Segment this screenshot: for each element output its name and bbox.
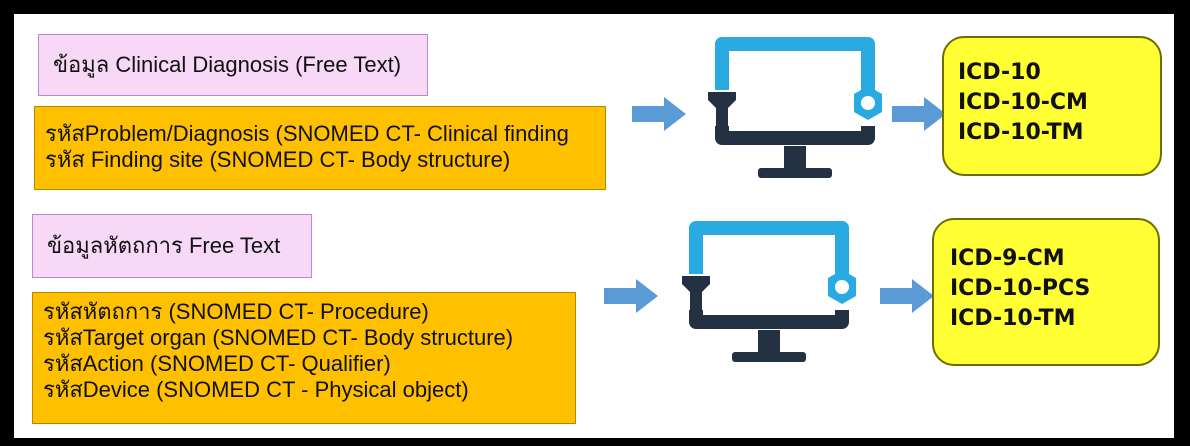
procedure-code-line: รหัสหัตถการ (SNOMED CT- Procedure) [43,299,429,324]
clinical-diagnosis-free-text-box: ข้อมูล Clinical Diagnosis (Free Text) [38,34,428,96]
procedure-snomed-codes-box: รหัสหัตถการ (SNOMED CT- Procedure) รหัสT… [32,292,576,424]
procedure-free-text-box: ข้อมูลหัตถการ Free Text [32,214,312,278]
procedure-code-line: รหัสTarget organ (SNOMED CT- Body struct… [43,325,514,350]
icd-code: ICD-10-PCS [950,276,1091,301]
icd-code: ICD-10 [958,60,1041,85]
icd-code: ICD-10-TM [950,306,1076,331]
right-arrow-icon [892,97,946,131]
diagnosis-snomed-codes-box: รหัสProblem/Diagnosis (SNOMED CT- Clinic… [34,106,606,190]
icd-diagnosis-codes-box: ICD-10 ICD-10-CM ICD-10-TM [942,36,1162,176]
procedure-code-line: รหัสDevice (SNOMED CT - Physical object) [43,377,469,402]
right-arrow-icon [880,279,934,313]
diagram-panel: ข้อมูล Clinical Diagnosis (Free Text) รห… [14,14,1174,438]
icd-procedure-codes-box: ICD-9-CM ICD-10-PCS ICD-10-TM [932,218,1160,366]
icd-code: ICD-10-TM [958,120,1084,145]
icd-code: ICD-10-CM [958,90,1088,115]
right-arrow-icon [632,97,686,131]
procedure-label: ข้อมูลหัตถการ Free Text [47,233,281,258]
clinical-diagnosis-label: ข้อมูล Clinical Diagnosis (Free Text) [53,52,402,77]
diagnosis-code-line: รหัส Finding site (SNOMED CT- Body struc… [45,147,511,172]
right-arrow-icon [604,279,658,313]
diagnosis-code-line: รหัสProblem/Diagnosis (SNOMED CT- Clinic… [45,121,569,146]
computer-repair-icon [708,37,882,178]
icd-code: ICD-9-CM [950,246,1065,271]
computer-repair-icon [682,221,856,362]
procedure-code-line: รหัสAction (SNOMED CT- Qualifier) [43,351,391,376]
